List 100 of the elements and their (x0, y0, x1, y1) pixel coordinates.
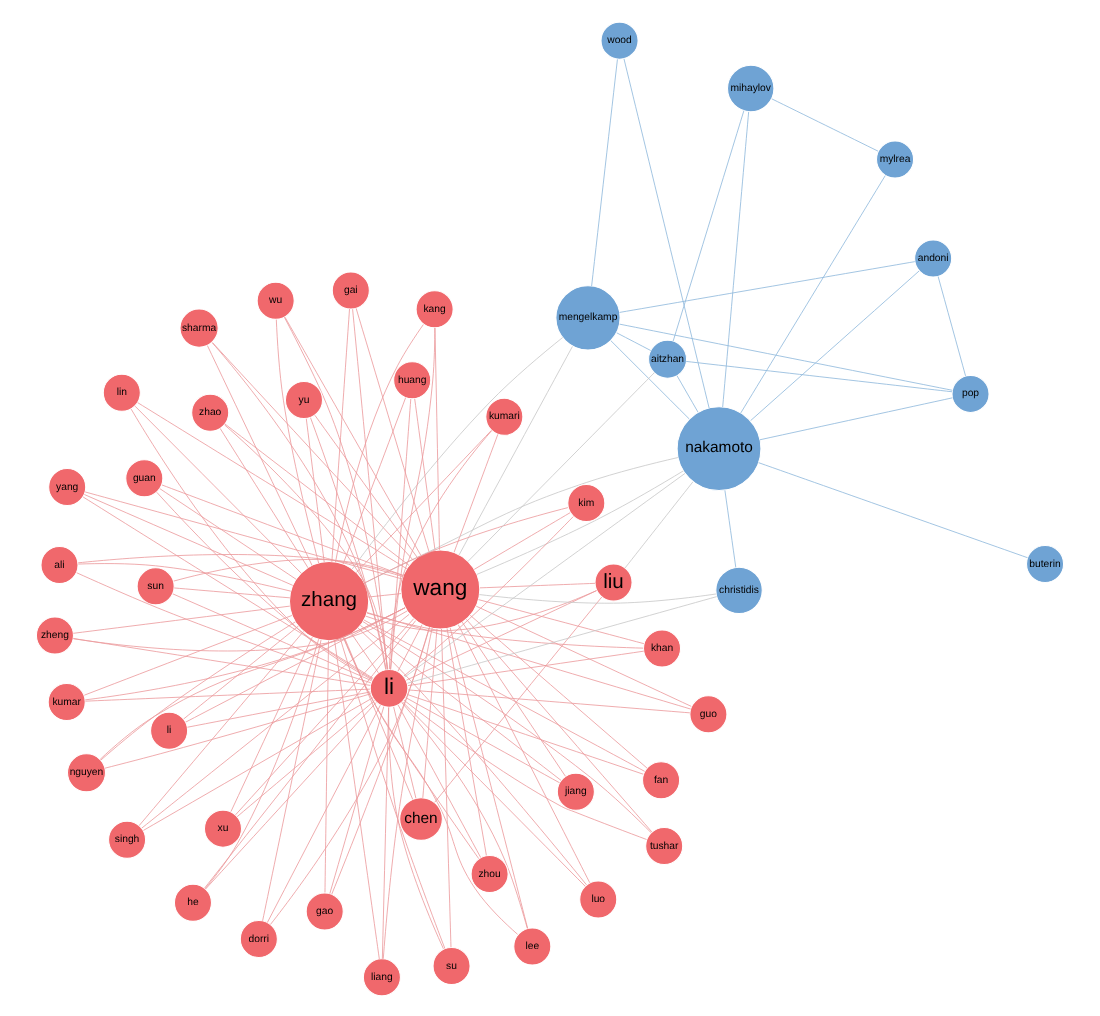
connector (393, 705, 417, 798)
connector (343, 636, 480, 858)
connector (335, 323, 424, 562)
connector (331, 307, 350, 562)
connector (388, 429, 493, 669)
connector (77, 553, 404, 576)
connector (453, 432, 499, 552)
connector (83, 493, 294, 585)
connector (211, 341, 387, 669)
connector (406, 589, 598, 680)
connector (236, 699, 375, 817)
connector (406, 693, 644, 774)
connector (134, 404, 302, 573)
connector (76, 571, 372, 683)
connector (310, 416, 387, 669)
connector (724, 489, 737, 567)
connector (205, 701, 377, 889)
connector (381, 706, 390, 959)
connector (750, 269, 920, 421)
connector (355, 428, 492, 572)
connector (172, 592, 372, 681)
connector (143, 696, 374, 830)
connector (351, 336, 564, 569)
connector (467, 371, 655, 561)
connector (266, 703, 381, 922)
connector (334, 638, 380, 959)
connector (619, 260, 916, 312)
connector (397, 623, 423, 671)
connector (469, 613, 648, 768)
connector (676, 374, 699, 412)
connector (619, 322, 953, 390)
connector (363, 506, 569, 583)
connector (284, 315, 422, 555)
connector (407, 649, 645, 685)
connector (360, 624, 562, 780)
connector (405, 696, 560, 783)
connector (365, 589, 597, 631)
connector (407, 688, 691, 713)
connector (363, 618, 646, 771)
connector (275, 318, 320, 563)
connector (672, 109, 745, 341)
connector (207, 344, 313, 565)
connector (224, 423, 389, 669)
connector (230, 635, 313, 811)
connector (204, 619, 417, 888)
connector (342, 396, 407, 564)
connector (366, 611, 692, 709)
connector (403, 515, 574, 676)
connector (740, 174, 886, 413)
connector (357, 626, 587, 885)
connector (591, 57, 618, 286)
connector (343, 636, 519, 934)
connector (156, 490, 373, 679)
node-circle: wang (400, 548, 481, 629)
connector (187, 690, 371, 727)
connector (183, 624, 299, 719)
connector (324, 639, 329, 892)
connector (404, 472, 686, 677)
connector (82, 495, 374, 678)
connector (449, 626, 529, 928)
connector (366, 611, 644, 648)
connector (624, 480, 694, 568)
connector (161, 483, 404, 575)
connector (351, 632, 379, 673)
connector (422, 627, 438, 798)
connector (130, 407, 373, 680)
connector (434, 595, 603, 802)
connector (367, 592, 402, 597)
connector (476, 469, 684, 574)
connector (441, 627, 452, 947)
connector (84, 490, 403, 579)
connector (722, 110, 750, 407)
connector (771, 97, 879, 151)
connector (283, 315, 388, 669)
connector (77, 562, 292, 591)
connector (414, 397, 436, 550)
connector (403, 698, 647, 839)
connector (72, 637, 371, 685)
node-circle: zhang (289, 560, 370, 641)
connector (138, 630, 304, 826)
connector (73, 609, 408, 651)
connector (305, 417, 325, 562)
connector (475, 604, 692, 706)
connector (83, 614, 293, 695)
connector (623, 57, 710, 408)
connector (446, 626, 487, 855)
connector (72, 604, 291, 633)
connector (204, 637, 320, 889)
connector (141, 612, 410, 828)
connector (344, 636, 414, 799)
connector (262, 638, 322, 921)
connector (616, 331, 652, 350)
connector (473, 511, 571, 569)
node-circle: liu (594, 562, 633, 601)
connector (479, 581, 596, 588)
connector (212, 341, 414, 560)
node-circle: li (369, 668, 409, 707)
connector (173, 586, 291, 598)
connector (235, 617, 415, 815)
connector (382, 626, 433, 959)
